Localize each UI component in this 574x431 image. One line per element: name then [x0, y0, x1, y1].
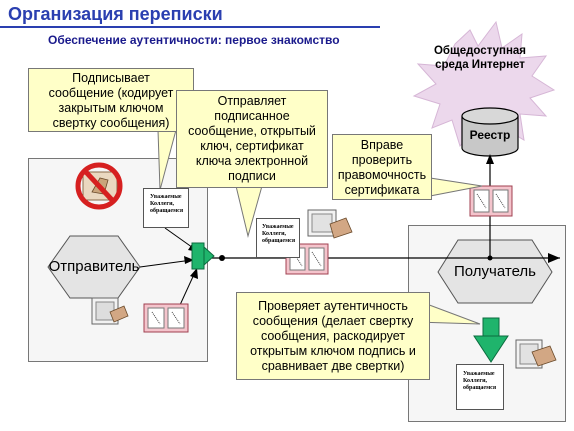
internet-cloud [412, 20, 556, 152]
sender-private-key-icon [91, 297, 129, 325]
transit-key-hand-icon [307, 209, 353, 239]
sender-certificate-icon [143, 303, 189, 333]
page-subtitle: Обеспечение аутентичности: первое знаком… [48, 33, 340, 47]
title-divider [0, 26, 380, 28]
sender-label: Отправитель [48, 258, 140, 275]
receiver-key-hand-icon [515, 339, 557, 369]
sign-arrow-icon [191, 242, 215, 270]
sender-document-icon: Уважаемые Коллеги, обращаемся [143, 188, 189, 228]
registry-db-icon [461, 107, 519, 157]
registry-label: Реестр [469, 128, 511, 142]
page-title: Организация переписки [8, 4, 223, 24]
check-callout: Вправе проверить правомочность сертифика… [332, 134, 432, 200]
transit-certificate-icon [285, 243, 329, 275]
no-hand-icon [75, 162, 123, 210]
transit-document-icon: Уважаемые Коллеги, обращаемся [256, 218, 300, 258]
verify-callout: Проверяет аутентичность сообщения (делае… [236, 292, 430, 380]
registry-certificate-icon [469, 185, 513, 217]
send-callout: Отправляет подписанное сообщение, открыт… [176, 90, 328, 188]
receiver-document-icon: Уважаемые Коллеги, обращаемся [456, 364, 504, 410]
receiver-hexagon [437, 239, 553, 304]
receiver-label: Получатель [454, 263, 536, 280]
sign-callout: Подписывает сообщение (кодирует закрытым… [28, 68, 194, 132]
internet-cloud-label: Общедоступная среда Интернет [433, 45, 527, 71]
sign-callout-pointer [157, 129, 177, 191]
verify-arrow-icon [473, 317, 509, 363]
